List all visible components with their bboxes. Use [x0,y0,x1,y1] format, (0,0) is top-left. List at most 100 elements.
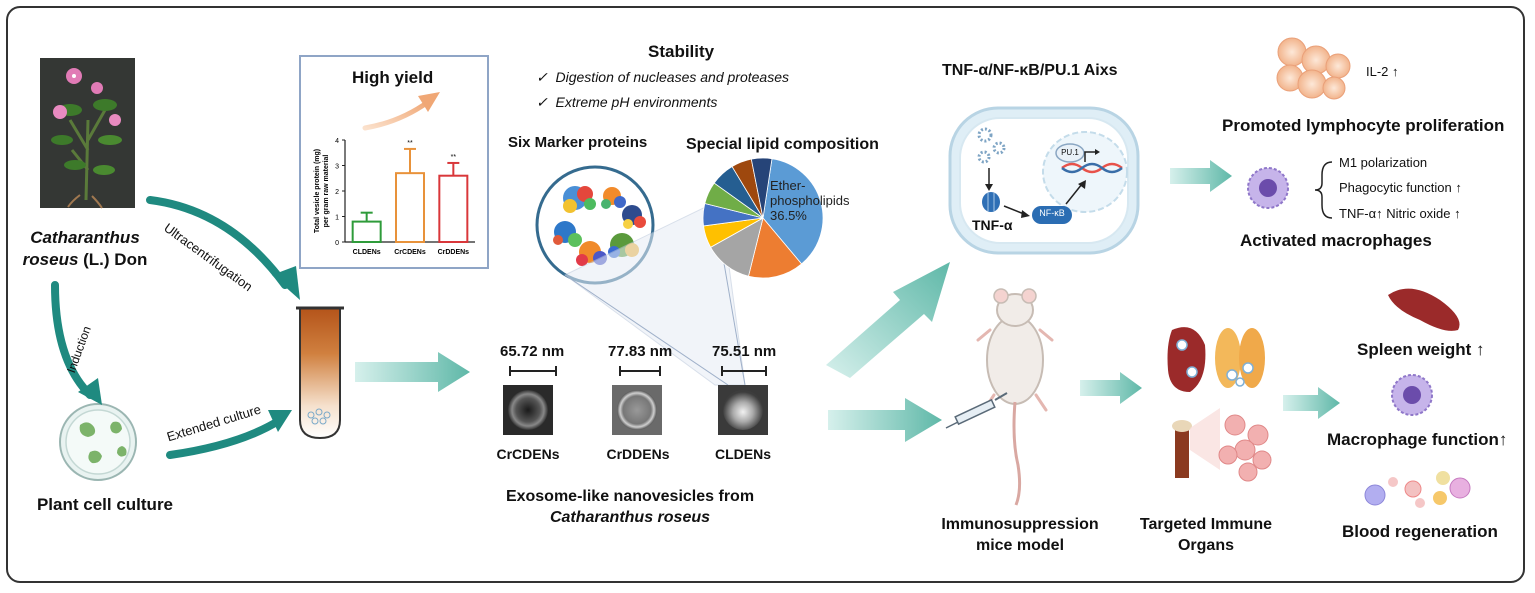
macrophage-function-icon [1391,374,1433,416]
y-tick-label: 2 [335,189,339,196]
pu1-label: PU.1 [1061,148,1079,157]
lipid-label-line2: phospholipids [770,193,850,208]
stability-item-2: ✓ Extreme pH environments [536,94,717,111]
yield-trend-arrowhead [418,92,440,112]
mice-model-line1: Immunosuppression [941,516,1099,533]
bar [395,172,425,243]
protein-structure-2 [601,187,626,209]
vesicle-name-2: CrDDENs [606,446,670,462]
category-label: CLDENs [353,249,381,256]
outcome-brace [1314,161,1333,219]
vesicle-name-1: CrCDENs [496,446,560,462]
centrifuge-tube [296,306,344,440]
mouse-icon [976,288,1054,506]
receptor-to-nfkb-arrow [1003,205,1025,215]
organs-to-outcomes-arrow [1283,387,1340,419]
ultracentrifugation-arrowhead [272,266,300,300]
lymphocyte-proliferation-label: Promoted lymphocyte proliferation [1222,116,1505,135]
activated-macrophage-icon [1247,167,1289,209]
pie-slice [748,217,803,279]
macrophage-function-label: Macrophage function↑ [1327,430,1508,449]
check-icon: ✓ [536,69,548,85]
spleen-weight-label: Spleen weight ↑ [1357,340,1485,359]
to-pathway-arrow [826,262,950,378]
transcription-arrow-icon [1084,151,1096,162]
spleen-organ-icon [1167,327,1206,392]
induction-arrow [51,281,94,399]
diagram-frame [6,6,1525,583]
marker-proteins-title: Six Marker proteins [508,134,648,151]
yield-trend-arrow [362,99,431,131]
pie-slice [762,158,824,265]
cytokine-arrowhead [985,184,993,191]
petri-dish [59,403,137,481]
m1-polarization-label: M1 polarization [1339,155,1428,170]
lipid-label-line1: Ether- [770,178,806,193]
induction-arrowhead [78,378,102,405]
vesicles-caption-line1: Exosome-like nanovesicles from [505,488,755,505]
protein-structure-1 [563,186,596,213]
vesicle-image-crddens [612,366,662,435]
y-axis-label-line2: per gram raw material [323,155,330,228]
species-name-line2: roseus (L.) Don [20,250,150,270]
activated-macrophages-label: Activated macrophages [1240,231,1432,250]
pu1-badge [1055,143,1085,163]
protein-structure-3 [622,205,646,229]
vesicle-size-2: 77.83 nm [608,343,673,360]
vesicle-size-1: 65.72 nm [500,343,565,360]
bar [351,220,382,244]
mice-to-organs-arrow [1080,372,1142,404]
tube-to-vesicles-arrow [355,352,470,392]
y-tick-label: 0 [335,240,339,247]
nfkb-to-pu1-arrow [1065,183,1083,205]
y-tick-label: 3 [335,164,339,171]
species-name-line1: Catharanthus [30,228,140,247]
transcription-arrowhead [1095,149,1100,155]
mice-model-line2: mice model [975,537,1065,554]
spleen-icon [1388,288,1460,331]
ultracentrifugation-arrow [146,196,289,289]
y-tick-label: 1 [335,215,339,222]
extended-culture-arrow [166,416,284,459]
vesicle-image-crcdens [503,366,557,435]
vesicles-caption-line2: Catharanthus roseus [549,509,711,526]
thymus-organ-icon [1215,328,1265,388]
nfkb-label: NF-κB [1039,208,1065,218]
blood-cells-icon [1364,471,1471,508]
vesicle-image-cldens [718,366,768,435]
immune-organs-line1: Targeted Immune [1139,516,1273,533]
cytokine-icon [977,127,1006,164]
il2-label: IL-2 ↑ [1366,64,1399,79]
yield-panel-title: High yield [352,68,434,87]
phagocytic-function-label: Phagocytic function ↑ [1339,180,1462,195]
bone-marrow-icon [1172,408,1272,482]
dna-helix-icon [1061,162,1123,174]
immune-organs-line2: Organs [1177,537,1234,554]
species-authority: (L.) Don [83,250,148,269]
lymphocyte-cluster [1276,37,1351,100]
tnf-nitric-oxide-label: TNF-α↑ Nitric oxide ↑ [1339,206,1461,221]
syringe-icon [945,392,1008,429]
y-tick-label: 4 [335,138,339,145]
zoom-line-1 [564,274,729,386]
vesicle-name-3: CLDENs [714,446,771,462]
to-outcomes-arrow [1170,160,1232,192]
category-label: CrDDENs [438,249,470,256]
pie-slice [750,157,773,219]
stability-item-2-text: Extreme pH environments [555,94,718,110]
species-epithet: roseus [22,250,79,269]
lipid-composition-title: Special lipid composition [686,136,879,153]
plant-photo [40,58,135,209]
stability-item-1: ✓ Digestion of nucleases and proteases [536,69,789,86]
y-axis-label-line1: Total vesicle protein (mg) [314,149,321,233]
check-icon: ✓ [536,94,548,110]
extended-culture-arrowhead [268,410,292,432]
nfkb-arrowhead [1078,180,1086,189]
pathway-title: TNF-α/NF-κB/PU.1 Aixs [942,62,1118,79]
significance-mark: ** [451,154,457,161]
blood-regeneration-label: Blood regeneration [1342,522,1498,541]
receptor-arrowhead [1021,210,1030,218]
y-axis-label: Total vesicle protein (mg)per gram raw m… [314,149,330,233]
